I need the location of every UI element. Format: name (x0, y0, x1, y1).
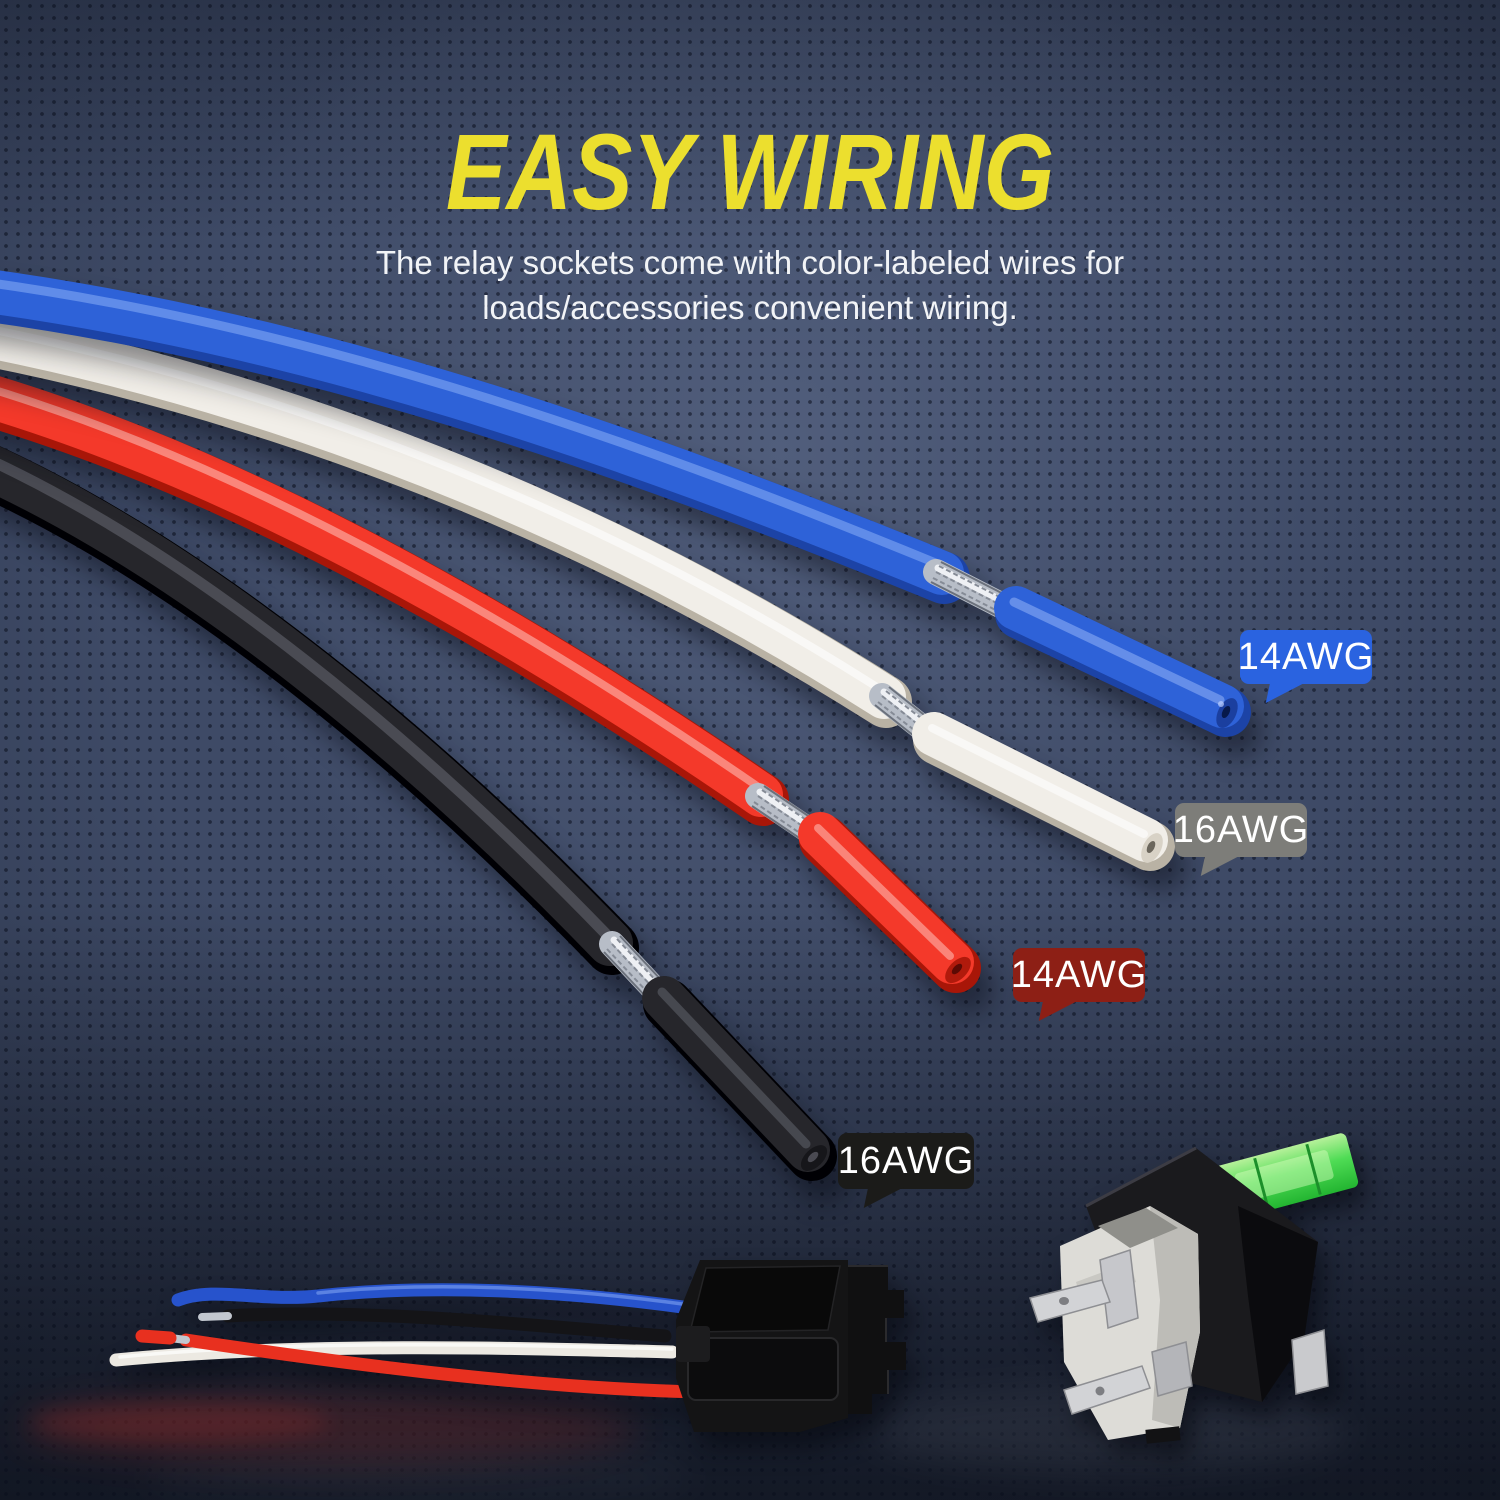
wire-black-end-cap (642, 976, 837, 1181)
socket-wire-red (179, 1333, 707, 1399)
badge-tail (1265, 682, 1307, 703)
subtitle-line-1: The relay sockets come with color-labele… (375, 244, 1125, 281)
socket-mount-bracket (848, 1266, 906, 1414)
badge-tail (863, 1187, 905, 1208)
badge-label: 16AWG (837, 1140, 975, 1182)
badge-black-wire-gauge: 16AWG (837, 1133, 975, 1208)
badge-tail (1200, 855, 1242, 876)
wire-red-end-cap (798, 812, 981, 993)
socket-body (676, 1260, 906, 1432)
badge-label: 14AWG (1237, 636, 1375, 678)
badge-tail (1038, 1000, 1080, 1021)
page-subtitle: The relay sockets come with color-labele… (0, 240, 1500, 330)
wire-white-end-cap (912, 712, 1175, 871)
badge-white-wire-gauge: 16AWG (1172, 803, 1310, 876)
header: EASY WIRING The relay sockets come with … (0, 0, 1500, 330)
wire-blue (0, 270, 1251, 737)
socket-wire-black (221, 1307, 672, 1343)
badge-label: 16AWG (1172, 809, 1310, 851)
badge-blue-wire-gauge: 14AWG (1237, 630, 1375, 703)
relay-socket-photo (109, 1260, 906, 1432)
page-title: EASY WIRING (445, 111, 1055, 232)
relay-terminals (1029, 1248, 1329, 1415)
wire-blue-end-cap (994, 586, 1251, 737)
subtitle-line-2: loads/accessories convenient wiring. (482, 289, 1018, 326)
wire-black (0, 446, 837, 1181)
badge-label: 14AWG (1010, 954, 1148, 996)
wire-red (0, 376, 981, 993)
socket-wires (109, 1283, 707, 1399)
socket-wire-white (109, 1341, 679, 1367)
relay-photo (1029, 1133, 1359, 1444)
socket-wire-blue (171, 1283, 697, 1315)
badge-red-wire-gauge: 14AWG (1010, 948, 1148, 1021)
wire-white (0, 315, 1175, 871)
